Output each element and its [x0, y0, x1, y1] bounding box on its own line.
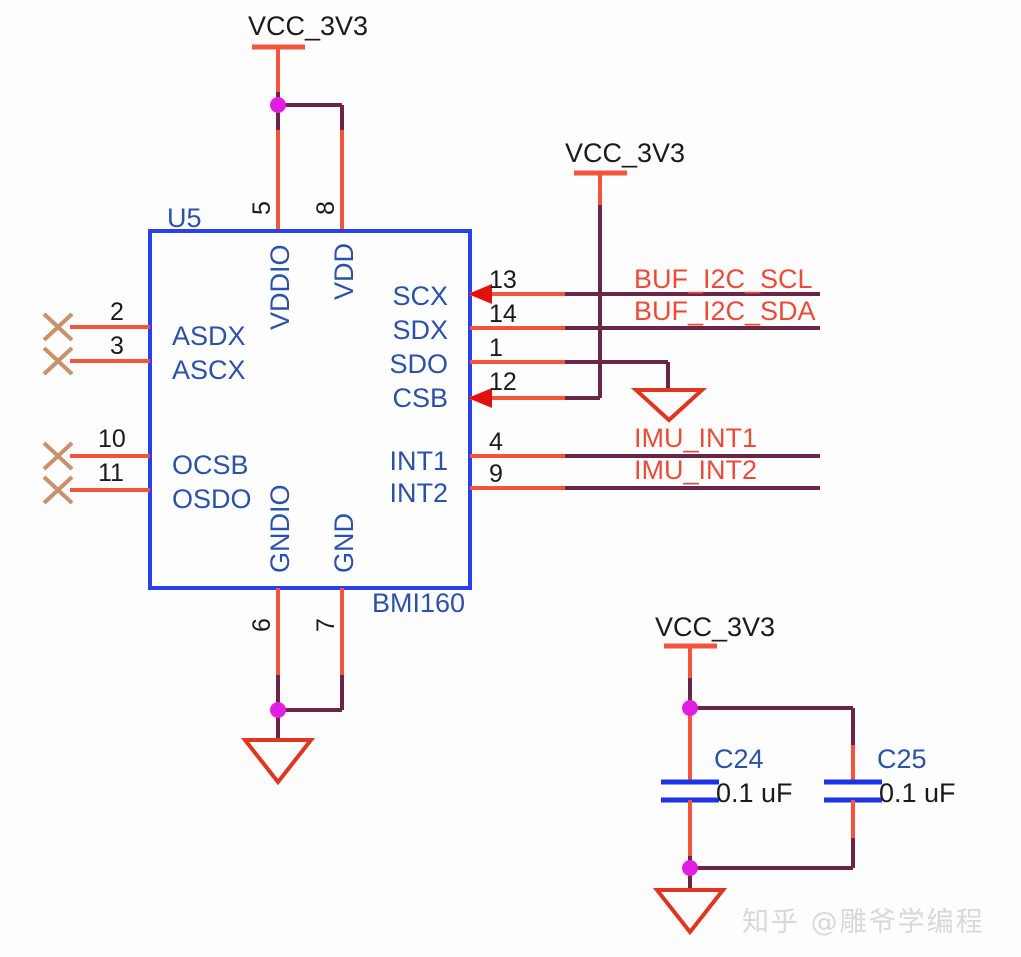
- pin-name-asdx: ASDX: [172, 321, 246, 351]
- component-body-u5[interactable]: [148, 229, 472, 590]
- left-pin-group: [42, 312, 150, 505]
- pin-name-gndio: GNDIO: [265, 484, 295, 573]
- net-label-imu-int2: IMU_INT2: [634, 455, 757, 485]
- pin-number-14: 14: [489, 300, 517, 328]
- pin-number-1: 1: [489, 334, 503, 362]
- junction-dot-cap-bottom: [682, 860, 698, 876]
- pin-name-int1: INT1: [389, 446, 448, 476]
- cap-value-c24: 0.1 uF: [716, 778, 793, 808]
- ground-symbol-csb: [630, 388, 708, 423]
- pin-name-ocsb: OCSB: [172, 450, 249, 480]
- net-label-buf-i2c-scl: BUF_I2C_SCL: [634, 264, 813, 294]
- cap-ref-des-c24: C24: [714, 744, 764, 774]
- junction-dot-gnd-chip: [270, 702, 286, 718]
- power-label-vcc-top: VCC_3V3: [248, 11, 368, 41]
- cap-ref-des-c25: C25: [877, 744, 927, 774]
- no-connect-cross-3: [42, 346, 74, 376]
- ground-symbol-cap: [652, 888, 728, 936]
- pin-number-5: 5: [248, 201, 276, 215]
- watermark-text: 知乎 @雕爷学编程: [742, 907, 985, 938]
- ref-des-u5: U5: [167, 203, 202, 233]
- junction-dot-cap-top: [682, 700, 698, 716]
- junction-dot-vcc-top: [270, 97, 286, 113]
- power-net-vcc-top: [252, 44, 344, 232]
- pin-number-6: 6: [248, 618, 276, 632]
- right-pin-group: [468, 284, 820, 490]
- pin-arrow-13: [468, 284, 492, 304]
- pin-name-sdo: SDO: [389, 349, 448, 379]
- no-connect-cross-10: [42, 441, 74, 471]
- power-label-vcc-cap: VCC_3V3: [655, 612, 775, 642]
- net-label-buf-i2c-sda: BUF_I2C_SDA: [634, 296, 816, 326]
- pin-name-csb: CSB: [392, 383, 448, 413]
- pin-name-vdd: VDD: [329, 243, 359, 300]
- pin-number-2: 2: [110, 298, 124, 326]
- decoupling-cap-network: [652, 643, 882, 936]
- pin-name-osdo: OSDO: [172, 484, 252, 514]
- pin-number-12: 12: [489, 368, 517, 396]
- pin-name-scx: SCX: [392, 281, 448, 311]
- ground-net-csb: [600, 360, 708, 423]
- ground-net-chip: [240, 588, 344, 786]
- power-label-vcc-middle: VCC_3V3: [565, 138, 685, 168]
- pin-number-4: 4: [489, 428, 503, 456]
- pin-name-gnd: GND: [329, 513, 359, 573]
- no-connect-cross-2: [42, 312, 74, 342]
- pin-number-11: 11: [98, 459, 124, 487]
- power-net-vcc-middle: [565, 170, 627, 400]
- pin-number-10: 10: [98, 425, 126, 453]
- cap-value-c25: 0.1 uF: [879, 778, 956, 808]
- pin-number-3: 3: [110, 332, 124, 360]
- ground-symbol-chip: [240, 738, 316, 786]
- pin-name-sdx: SDX: [392, 315, 448, 345]
- pin-name-ascx: ASCX: [172, 355, 246, 385]
- pin-name-int2: INT2: [389, 478, 448, 508]
- pin-name-vddio: VDDIO: [265, 244, 295, 330]
- pin-number-13: 13: [489, 266, 517, 294]
- part-name-bmi160: BMI160: [372, 588, 465, 618]
- pin-number-8: 8: [312, 201, 340, 215]
- pin-arrow-12: [468, 388, 492, 408]
- pin-number-7: 7: [312, 618, 340, 632]
- pin-number-9: 9: [489, 460, 503, 488]
- net-label-imu-int1: IMU_INT1: [634, 423, 757, 453]
- no-connect-cross-11: [42, 475, 74, 505]
